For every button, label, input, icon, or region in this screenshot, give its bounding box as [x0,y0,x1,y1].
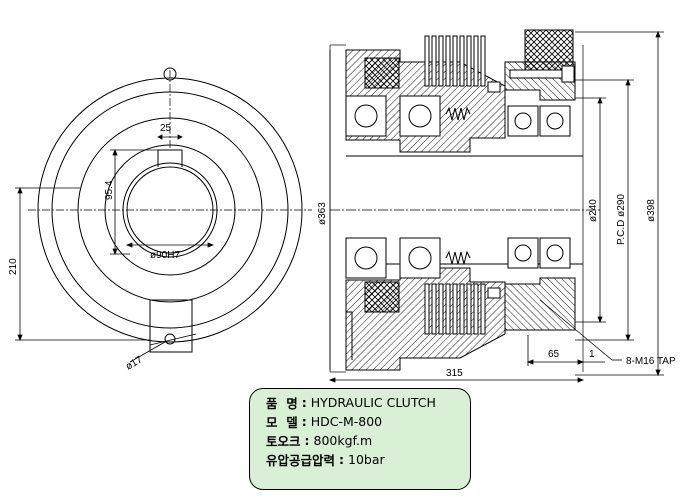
spec-label: 토오크 [266,434,301,449]
spec-label: 유압공급압력 [266,453,336,468]
dim-vertical-offset: 210 [8,258,19,275]
spec-value: HDC-M-800 [310,414,383,429]
dim-keyway-width: 25 [160,123,172,134]
spring-top [445,106,471,121]
spec-label: 품 명 [266,396,298,411]
dim-tap: 8-M16 TAP [626,356,676,367]
spec-label: 모 델 [266,415,298,430]
bearings-bottom [345,237,571,279]
dim-keyway-depth: 95.4 [104,180,115,200]
bearings-top [345,95,571,137]
dim-port-hole: ø17 [124,354,145,372]
plate-stack-top [424,35,486,87]
plate-stack-bottom [424,283,486,335]
dim-shaft-diameter: ø240 [588,199,599,222]
section-view [329,29,600,373]
dim-outer-diameter: ø363 [317,202,328,225]
port-boss [149,299,193,353]
bolt-top [509,69,563,79]
spec-separator: : [339,452,345,467]
top-hole [163,67,177,81]
spec-separator: : [301,395,307,410]
dim-overall-length: 315 [446,368,463,379]
keyway [157,149,183,167]
front-dimensions [15,134,215,363]
dim-flange-diameter: ø398 [646,199,657,222]
spec-value: 10bar [348,452,385,467]
dim-pcd: P.C.D ø290 [616,194,627,245]
section-dimensions [328,30,664,383]
spring-bottom [445,250,471,265]
spec-separator: : [304,433,310,448]
spec-value: HYDRAULIC CLUTCH [310,395,436,410]
spec-row: 모 델 : HDC-M-800 [266,412,470,431]
dim-flange-gap: 1 [589,349,595,360]
front-view [28,67,312,353]
seal-bottom [364,281,400,313]
spec-row: 품 명 : HYDRAULIC CLUTCH [266,393,470,412]
spec-row: 유압공급압력 : 10bar [266,450,470,469]
spec-box: 품 명 : HYDRAULIC CLUTCH 모 델 : HDC-M-800 토… [249,388,471,490]
seal-top [364,57,400,89]
spec-separator: : [301,414,307,429]
flange-bottom [504,277,576,331]
dim-flange-length: 65 [548,349,560,360]
dim-bore: ø90H7 [150,250,180,261]
spec-value: 800kgf.m [313,433,373,448]
spec-row: 토오크 : 800kgf.m [266,431,470,450]
